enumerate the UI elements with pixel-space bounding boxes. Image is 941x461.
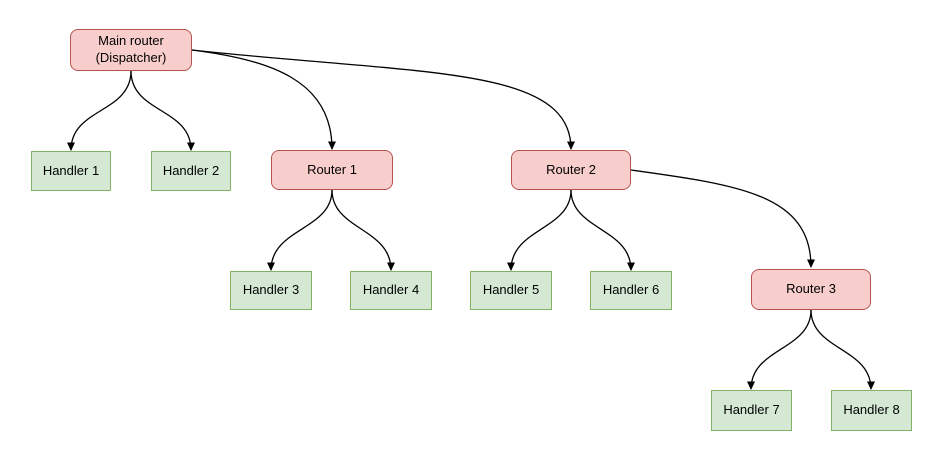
node-handler-1-label: Handler 1 [42,162,100,178]
node-handler-2: Handler 2 [151,151,231,191]
node-router-2-label: Router 2 [546,161,596,177]
node-handler-1: Handler 1 [31,151,111,191]
node-handler-8-label: Handler 8 [843,402,900,418]
edge-main-router-to-handler-2 [130,70,195,151]
edge-router-2-to-router-3 [630,169,815,268]
node-router-2: Router 2 [511,150,631,190]
node-handler-6: Handler 6 [590,271,672,310]
node-handler-5-label: Handler 5 [482,282,540,298]
node-main-router-label: Main router (Dispatcher) [96,33,167,67]
node-router-3: Router 3 [751,269,871,310]
node-handler-3: Handler 3 [230,271,312,310]
edge-main-router-to-router-1 [191,49,336,150]
node-main-router-label-line2: (Dispatcher) [95,50,167,65]
node-router-1: Router 1 [271,150,393,190]
node-handler-6-label: Handler 6 [602,282,660,298]
edge-router-2-to-handler-5 [507,189,572,271]
edge-router-2-to-handler-6 [570,189,635,271]
node-handler-7-label: Handler 7 [723,402,780,418]
edge-router-1-to-handler-4 [331,189,395,271]
node-handler-8: Handler 8 [831,390,912,431]
edge-router-3-to-handler-8 [810,309,875,390]
node-main-router: Main router (Dispatcher) [70,29,192,71]
edge-router-3-to-handler-7 [747,309,812,390]
node-handler-5: Handler 5 [470,271,552,310]
node-handler-4: Handler 4 [350,271,432,310]
node-handler-2-label: Handler 2 [162,162,220,178]
edge-router-1-to-handler-3 [267,189,333,271]
node-main-router-label-line1: Main router [98,33,164,49]
node-handler-7: Handler 7 [711,390,792,431]
node-handler-3-label: Handler 3 [242,282,300,298]
node-handler-4-label: Handler 4 [362,282,420,298]
edge-main-router-to-handler-1 [67,70,132,151]
node-router-3-label: Router 3 [786,281,836,297]
node-router-1-label: Router 1 [307,161,357,177]
edge-main-router-to-router-2 [191,49,575,150]
